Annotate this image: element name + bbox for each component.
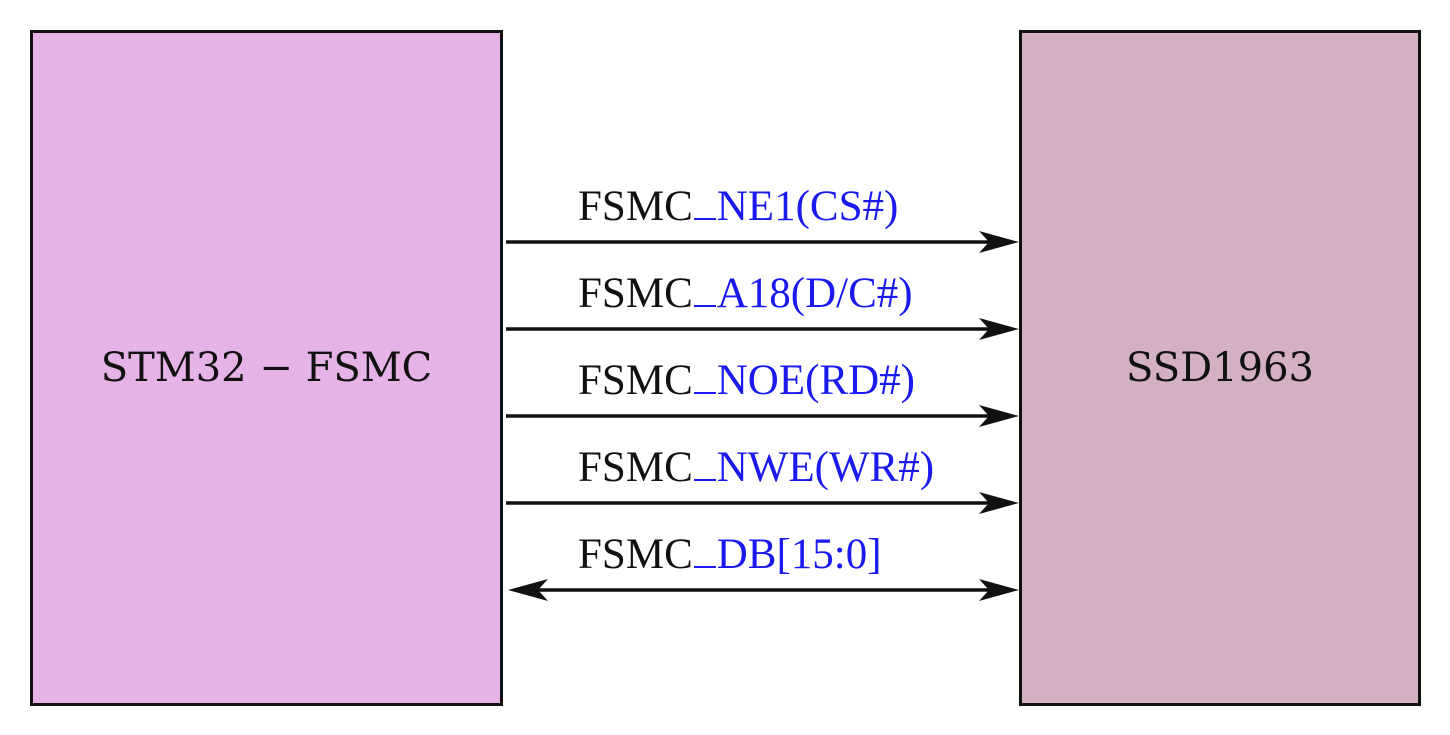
signal-label: FSMC DB[15:0] xyxy=(578,528,882,576)
ssd1963-block: SSD1963 xyxy=(1019,30,1421,706)
signal-arrow-4 xyxy=(508,579,1019,601)
signal-arrow-3 xyxy=(506,492,1019,514)
stm32-fsmc-label: STM32 − FSMC xyxy=(100,345,433,391)
arrowhead-right xyxy=(979,231,1019,253)
signal-prefix: FSMC xyxy=(578,357,693,404)
signal-label: FSMC NWE(WR#) xyxy=(578,441,934,489)
signal-name: NOE(RD#) xyxy=(716,357,915,404)
signal-prefix: FSMC xyxy=(578,531,693,578)
ssd1963-label: SSD1963 xyxy=(1126,345,1314,391)
stm32-fsmc-block: STM32 − FSMC xyxy=(30,30,503,706)
arrowhead-right xyxy=(979,492,1019,514)
arrowhead-right xyxy=(979,405,1019,427)
signal-arrow-2 xyxy=(506,405,1019,427)
signal-prefix: FSMC xyxy=(578,444,693,491)
signal-prefix: FSMC xyxy=(578,183,693,230)
arrowhead-right xyxy=(979,579,1019,601)
signal-label: FSMC A18(D/C#) xyxy=(578,267,913,315)
signal-underscore xyxy=(693,354,716,394)
signal-arrow-1 xyxy=(506,318,1019,340)
signal-name: NE1(CS#) xyxy=(716,183,899,230)
arrowhead-right xyxy=(979,318,1019,340)
signal-name: A18(D/C#) xyxy=(716,270,913,317)
signal-underscore xyxy=(693,528,716,568)
signal-name: DB[15:0] xyxy=(716,531,882,578)
signal-label: FSMC NOE(RD#) xyxy=(578,354,915,402)
arrowhead-left xyxy=(508,579,548,601)
signal-underscore xyxy=(693,267,716,307)
signal-underscore xyxy=(693,180,716,220)
signal-underscore xyxy=(693,441,716,481)
signal-prefix: FSMC xyxy=(578,270,693,317)
signal-label: FSMC NE1(CS#) xyxy=(578,180,898,228)
signal-arrow-0 xyxy=(506,231,1019,253)
signal-name: NWE(WR#) xyxy=(716,444,935,491)
